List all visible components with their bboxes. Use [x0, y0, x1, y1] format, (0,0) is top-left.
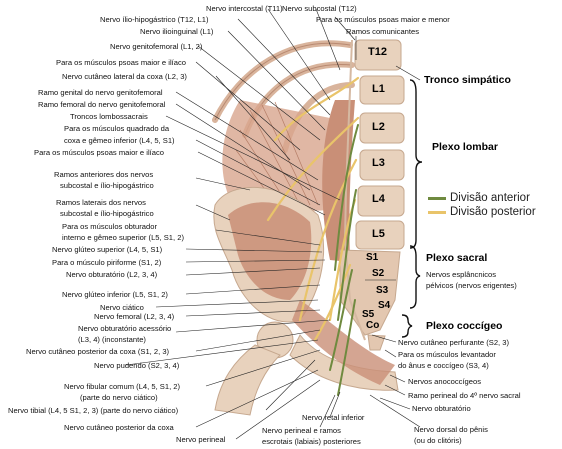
- label-intercostal: Nervo intercostal (T11): [206, 4, 283, 13]
- label-quadrado-2: coxa e gêmeo inferior (L4, 5, S1): [64, 136, 175, 145]
- label-fibular-1: Nervo fibular comum (L4, 5, S1, 2): [64, 382, 181, 391]
- anterior-division-nerves: [329, 124, 359, 396]
- label-esplancnicos-2: pélvicos (nervos erigentes): [426, 281, 517, 290]
- label-perfurante: Nervo cutâneo perfurante (S2, 3): [398, 338, 510, 347]
- psoas-muscle: [322, 100, 355, 262]
- label-levantador-1: Para os músculos levantador: [398, 350, 496, 359]
- vertebra-label: S2: [372, 268, 385, 279]
- label-psoas-iliaco: Para os músculos psoas maior e ilíaco: [56, 58, 186, 67]
- label-psoas-iliaco-2: Para os músculos psoas maior e ilíaco: [34, 148, 164, 157]
- legend-posterior: Divisão posterior: [450, 206, 536, 218]
- vertebra-label: S3: [376, 285, 389, 296]
- label-ilioinguinal: Nervo ilioinguinal (L1): [140, 27, 214, 36]
- label-perineal: Nervo perineal: [176, 435, 226, 444]
- label-perineal-ramos-2: escrotais (labiais) posteriores: [262, 437, 361, 446]
- label-tibial: Nervo tibial (L4, 5 S1, 2, 3) (parte do …: [8, 406, 179, 415]
- label-gluteo-superior: Nervo glúteo superior (L4, 5, S1): [52, 245, 163, 254]
- label-dorsal-1: Nervo dorsal do pênis: [414, 425, 488, 434]
- vertebra-label: Co: [366, 320, 380, 331]
- label-perineal-ramos-1: Nervo perineal e ramos: [262, 426, 341, 435]
- label-quadrado-1: Para os músculos quadrado da: [64, 124, 170, 133]
- vertebra-label: L4: [372, 193, 385, 205]
- vertebra-label: L3: [372, 157, 385, 169]
- legend-swatch-anterior: [428, 197, 446, 200]
- label-ramos-laterais-1: Ramos laterais dos nervos: [56, 198, 146, 207]
- vertebra-label: L5: [372, 228, 385, 240]
- label-fibular-2: (parte do nervo ciático): [80, 393, 158, 402]
- label-levantador-2: do ânus e coccígeo (S3, 4): [398, 361, 489, 370]
- label-ramos-comunicantes: Ramos comunicantes: [346, 27, 420, 36]
- sympathetic-trunk: [343, 39, 366, 341]
- label-ciatico: Nervo ciático: [100, 303, 144, 312]
- label-ramo-genital: Ramo genital do nervo genitofemoral: [38, 88, 163, 97]
- label-femoral: Nervo femoral (L2, 3, 4): [94, 312, 175, 321]
- label-obturatorio: Nervo obturatório (L2, 3, 4): [66, 270, 158, 279]
- label-ramo-femoral: Ramo femoral do nervo genitofemoral: [38, 100, 166, 109]
- label-retal-inferior: Nervo retal inferior: [302, 413, 365, 422]
- heading-plexo-lombar: Plexo lombar: [432, 141, 498, 153]
- label-obt-acessorio-1: Nervo obturatório acessório: [78, 324, 172, 333]
- label-ramo-perineal-4: Ramo perineal do 4º nervo sacral: [408, 391, 521, 400]
- label-ramos-anteriores-2: subcostal e ílio-hipogástrico: [60, 181, 154, 190]
- label-piriforme: Para o músculo piriforme (S1, 2): [52, 258, 162, 267]
- label-iliohipogastrico: Nervo ílio-hipogástrico (T12, L1): [100, 15, 209, 24]
- heading-plexo-coccigeo: Plexo coccígeo: [426, 320, 503, 332]
- label-anococcigeos: Nervos anococcígeos: [408, 377, 482, 386]
- vertebra-label: S1: [366, 252, 379, 263]
- vertebra-label: L2: [372, 121, 385, 133]
- label-cutaneo-posterior: Nervo cutâneo posterior da coxa (S1, 2, …: [26, 347, 170, 356]
- plexus-brackets: [401, 79, 423, 338]
- legend-anterior: Divisão anterior: [450, 192, 530, 204]
- legend-swatch-posterior: [428, 211, 446, 214]
- label-ramos-laterais-2: subcostal e ílio-hipogástrico: [60, 209, 154, 218]
- vertebra-label: S5: [362, 309, 375, 320]
- label-obt-acessorio-2: (L3, 4) (inconstante): [78, 335, 146, 344]
- label-obturador-2: interno e gêmeo superior (L5, S1, 2): [62, 233, 184, 242]
- leader-lines: [125, 8, 421, 440]
- label-subcostal: Nervo subcostal (T12): [282, 4, 357, 13]
- label-troncos-lombossacrais: Troncos lombossacrais: [70, 112, 148, 121]
- label-dorsal-2: (ou do clitóris): [414, 436, 462, 445]
- vertebra-label: L1: [372, 83, 385, 95]
- label-gluteo-inferior: Nervo glúteo inferior (L5, S1, 2): [62, 290, 168, 299]
- label-esplancnicos-1: Nervos esplâncnicos: [426, 270, 497, 279]
- label-cutaneo-lateral: Nervo cutâneo lateral da coxa (L2, 3): [62, 72, 187, 81]
- vertebra-label: S4: [378, 300, 391, 311]
- label-pudendo: Nervo pudendo (S2, 3, 4): [94, 361, 180, 370]
- label-psoas-maior-menor: Para os músculos psoas maior e menor: [316, 15, 450, 24]
- label-obturatorio-right: Nervo obturatório: [412, 404, 471, 413]
- label-obturador-1: Para os músculos obturador: [62, 222, 157, 231]
- heading-tronco-simpatico: Tronco simpático: [424, 74, 511, 86]
- vertebra-label: T12: [368, 46, 387, 58]
- posterior-division-nerves: [266, 76, 360, 342]
- heading-plexo-sacral: Plexo sacral: [426, 252, 488, 264]
- vertebral-column: [339, 39, 405, 351]
- label-genitofemoral: Nervo genitofemoral (L1, 2): [110, 42, 203, 51]
- label-ramos-anteriores-1: Ramos anteriores dos nervos: [54, 170, 154, 179]
- label-cutaneo-posterior-2: Nervo cutâneo posterior da coxa: [64, 423, 174, 432]
